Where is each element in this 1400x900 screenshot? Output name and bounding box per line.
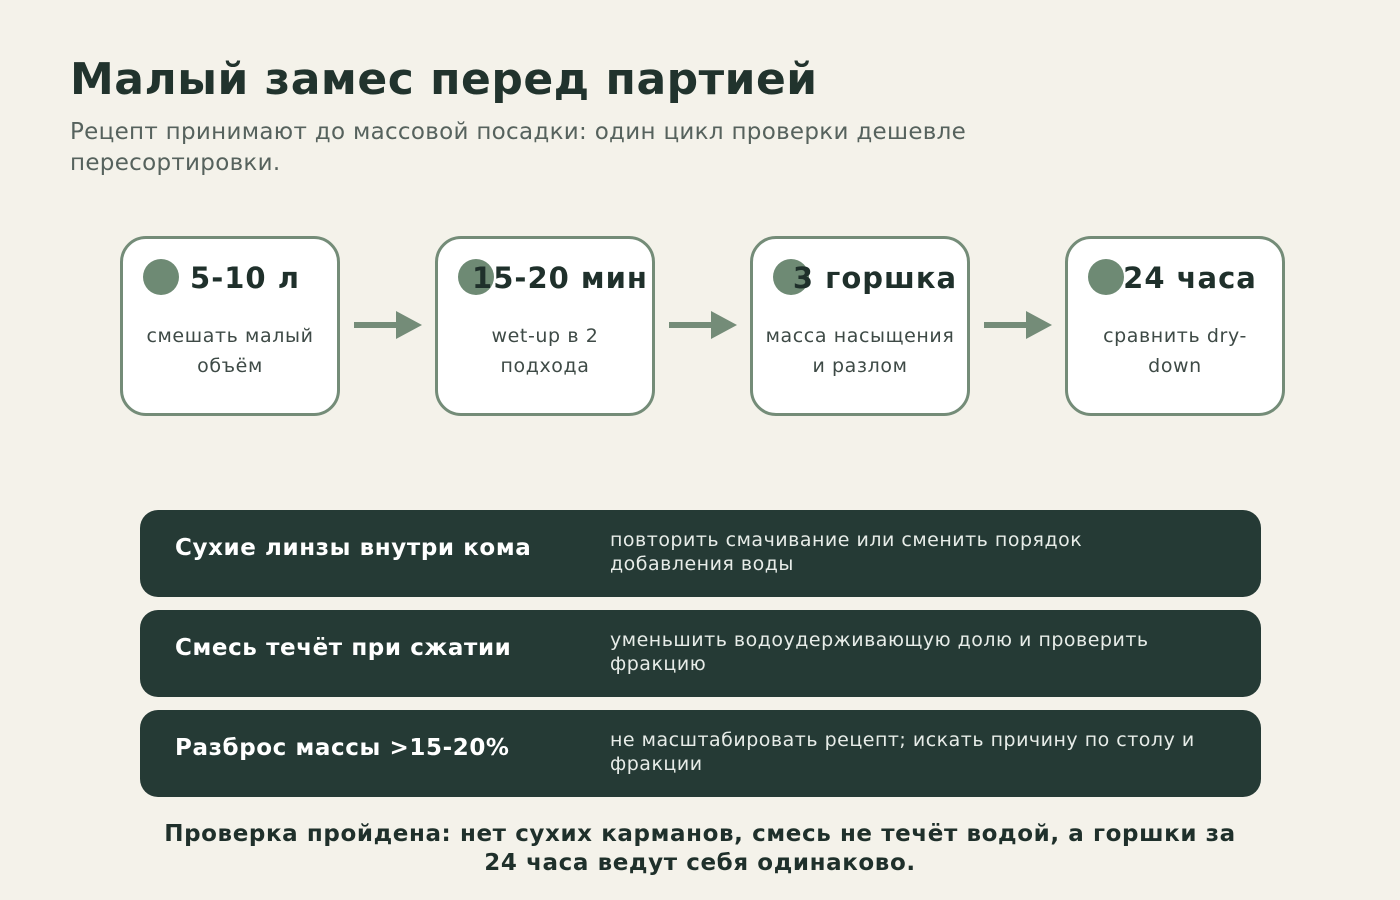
- arrow-right-icon: [669, 311, 737, 339]
- step-marker-icon: [1088, 259, 1124, 295]
- step-card-3: 3 горшка масса насыщения и разлом: [750, 236, 970, 416]
- check-action: не масштабировать рецепт; искать причину…: [610, 729, 1195, 775]
- arrow-right-icon: [984, 311, 1052, 339]
- check-problem: Сухие линзы внутри кома: [175, 535, 532, 561]
- step-card-2: 15-20 мин wet-up в 2 подхода: [435, 236, 655, 416]
- step-card-1: 5-10 л смешать малый объём: [120, 236, 340, 416]
- process-flow: 5-10 л смешать малый объём 15-20 мин wet…: [0, 0, 1400, 430]
- step-value: 5-10 л: [190, 261, 300, 295]
- step-description: смешать малый объём: [146, 325, 314, 377]
- step-value: 24 часа: [1123, 261, 1257, 295]
- step-description: сравнить dry-down: [1103, 325, 1247, 377]
- step-marker-icon: [773, 259, 809, 295]
- check-problem: Смесь течёт при сжатии: [175, 635, 512, 661]
- step-description: wet-up в 2 подхода: [491, 325, 599, 377]
- check-row: Разброс массы >15-20% не масштабировать …: [140, 710, 1261, 797]
- page-subtitle: Рецепт принимают до массовой посадки: од…: [70, 119, 967, 176]
- check-action: повторить смачивание или сменить порядок…: [610, 529, 1083, 575]
- page-title: Малый замес перед партией: [70, 54, 818, 105]
- check-problem: Разброс массы >15-20%: [175, 735, 510, 761]
- check-list: Сухие линзы внутри кома повторить смачив…: [140, 510, 1261, 810]
- step-description: масса насыщения и разлом: [765, 325, 955, 377]
- step-card-4: 24 часа сравнить dry-down: [1065, 236, 1285, 416]
- step-value: 15-20 мин: [472, 261, 648, 295]
- check-row: Смесь течёт при сжатии уменьшить водоуде…: [140, 610, 1261, 697]
- footer-note: Проверка пройдена: нет сухих карманов, с…: [164, 821, 1236, 876]
- arrow-right-icon: [354, 311, 422, 339]
- step-marker-icon: [143, 259, 179, 295]
- check-row: Сухие линзы внутри кома повторить смачив…: [140, 510, 1261, 597]
- step-marker-icon: [458, 259, 494, 295]
- check-action: уменьшить водоудерживающую долю и провер…: [610, 629, 1149, 675]
- step-value: 3 горшка: [792, 261, 958, 295]
